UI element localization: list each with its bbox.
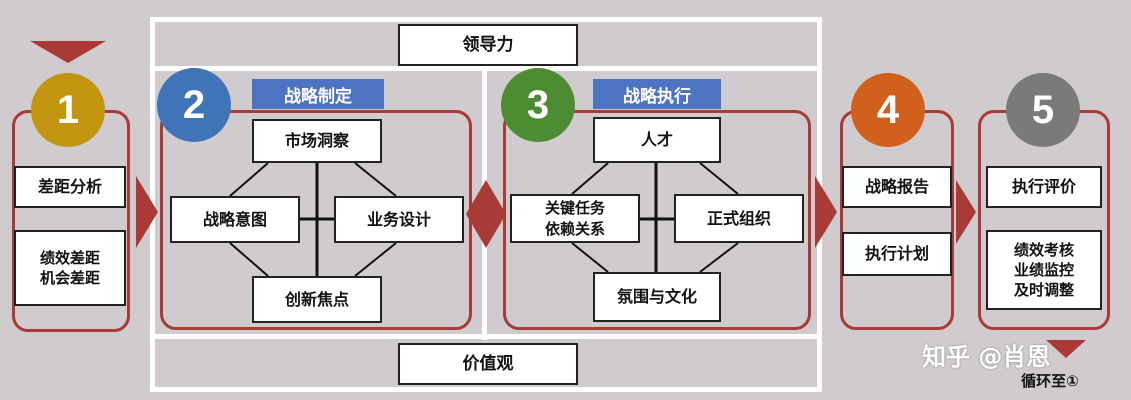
arrow-4-to-5	[956, 180, 976, 244]
market-insight-box: 市场洞察	[252, 119, 382, 163]
key-tasks-box: 关键任务 依赖关系	[510, 194, 640, 243]
stage-3-tag: 战略执行	[593, 79, 721, 109]
arrow-2-to-3	[466, 180, 506, 248]
stage-3-number-circle: 3	[501, 68, 575, 142]
execution-plan-box: 执行计划	[842, 232, 952, 276]
business-design-box: 业务设计	[334, 196, 464, 243]
loop-label: 循环至①	[1021, 372, 1079, 390]
stage-4-number-circle: 4	[851, 73, 925, 147]
strategic-intent-box: 战略意图	[170, 196, 300, 243]
strategy-report-box: 战略报告	[842, 166, 952, 208]
start-arrow-down	[30, 41, 106, 63]
stage-1-number-circle: 1	[31, 73, 105, 147]
stage-5-number-circle: 5	[1006, 73, 1080, 147]
leadership-box: 领导力	[398, 24, 578, 66]
gap-analysis-box: 差距分析	[14, 166, 126, 208]
arrow-3-to-4	[815, 176, 837, 248]
arrow-1-to-2	[136, 176, 158, 248]
execution-review-box: 执行评价	[986, 166, 1102, 208]
performance-review-box: 绩效考核 业绩监控 及时调整	[986, 230, 1102, 310]
stage-2-tag: 战略制定	[252, 79, 384, 109]
core-divider-bottom	[150, 334, 822, 339]
loop-arrow	[1046, 340, 1086, 358]
stage-2-number-circle: 2	[157, 68, 231, 142]
talent-box: 人才	[593, 117, 721, 163]
climate-culture-box: 氛围与文化	[593, 272, 721, 322]
core-divider-top	[150, 66, 822, 71]
watermark: 知乎 @肖恩	[922, 343, 1051, 371]
values-box: 价值观	[398, 343, 578, 385]
gap-types-box: 绩效差距 机会差距	[14, 230, 126, 306]
formal-org-box: 正式组织	[674, 194, 804, 243]
stage-3-frame	[503, 110, 811, 330]
innovation-focus-box: 创新焦点	[252, 276, 382, 323]
